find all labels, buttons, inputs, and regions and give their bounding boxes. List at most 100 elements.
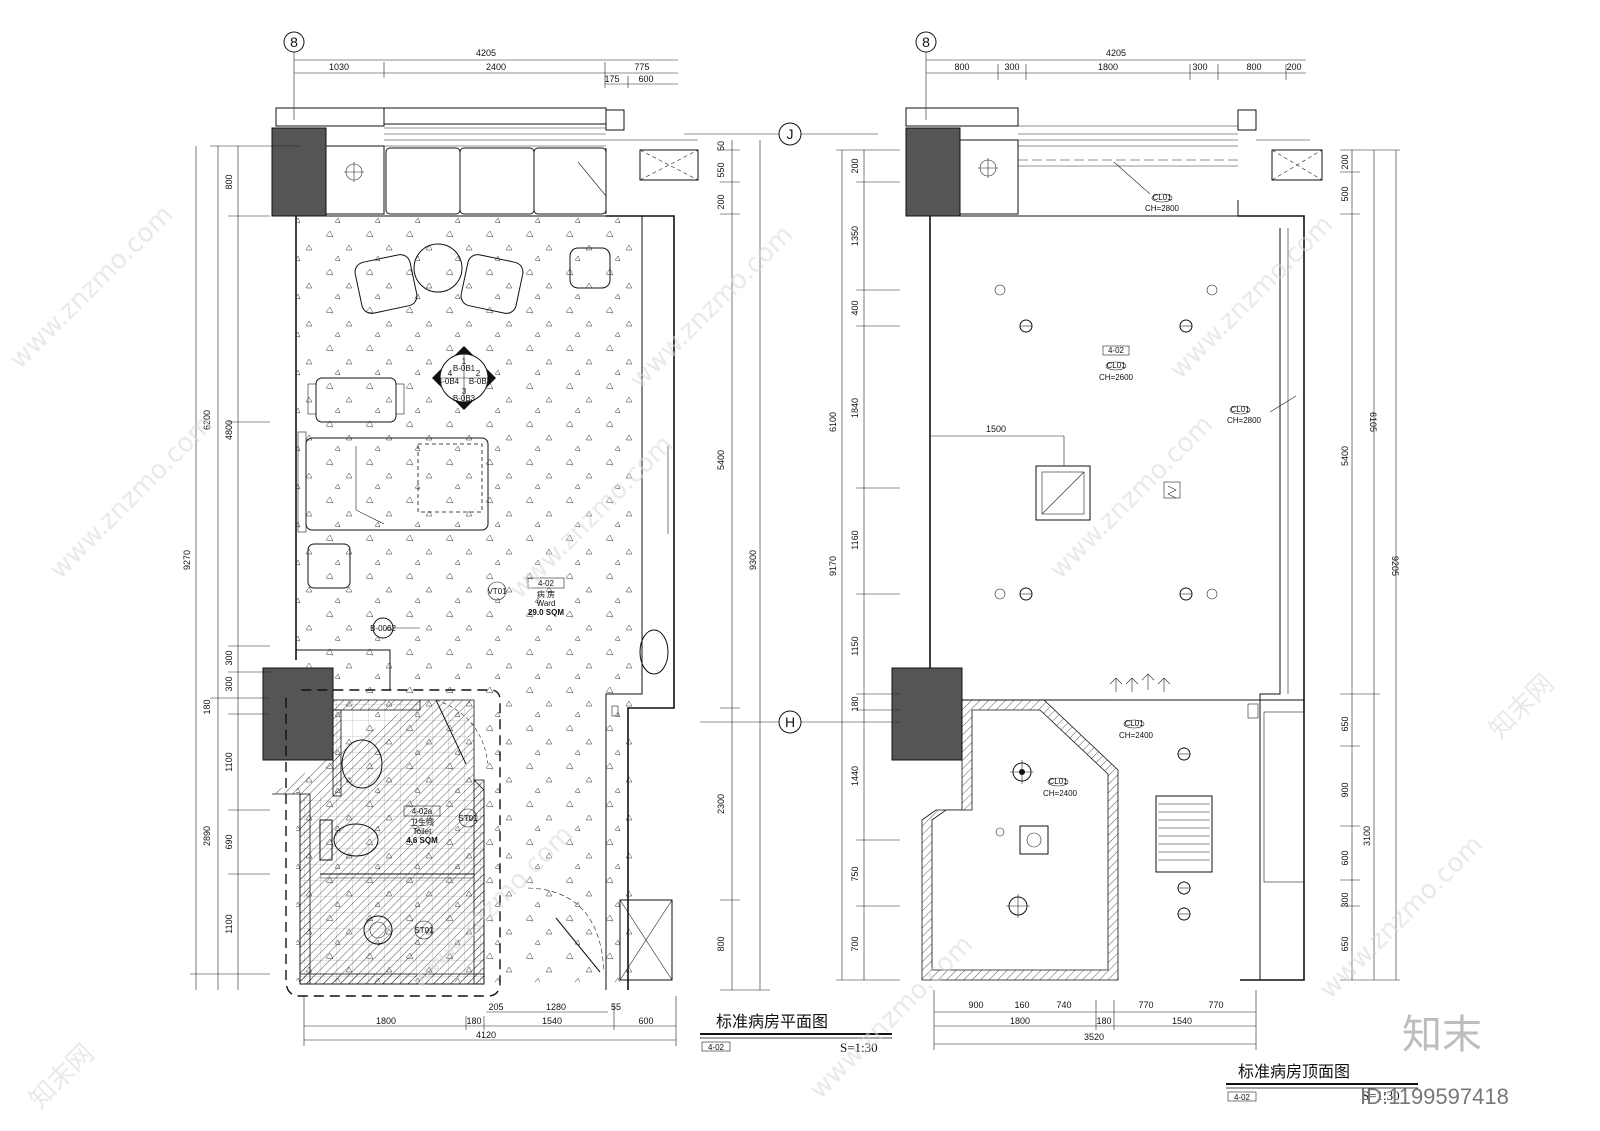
dim-left-8: 1100 [224, 752, 234, 771]
dim-top-sub-2: 600 [638, 74, 653, 84]
dim-left-9: 2890 [202, 826, 212, 846]
svg-text:B-0062: B-0062 [370, 624, 396, 633]
ceil-dim-top-5: 800 [1246, 62, 1261, 72]
grid-label-8: 8 [290, 34, 298, 50]
watermark-text: www.znzmo.com [1164, 210, 1339, 385]
brand-logo: 知末 [1402, 1012, 1482, 1058]
ceiling-title: 标准病房顶面图 [1238, 1062, 1350, 1081]
ceil-dim-top-6: 200 [1286, 62, 1301, 72]
ceil-dim-bottom-a3: 740 [1056, 1000, 1071, 1010]
ceil-column-bottom [891, 667, 963, 761]
dim-right-4: 5400 [716, 450, 726, 470]
sprinkler-row [1109, 673, 1171, 692]
toilet-room: ST01 ST01 4-02a 卫生间 Toilet 4.6 SQM [272, 689, 501, 997]
round-table [413, 243, 463, 293]
bedside-cabinet [307, 543, 351, 589]
dim-left-4: 9270 [182, 550, 192, 570]
ceil-dim-right-5: 9205 [1390, 556, 1400, 576]
svg-text:ST01: ST01 [458, 814, 478, 823]
dim-bottom-b4: 600 [638, 1016, 653, 1026]
armchair [354, 254, 418, 314]
dim-left-5: 300 [224, 650, 234, 665]
plan-title: 标准病房平面图 [716, 1012, 828, 1031]
svg-text:H: H [785, 714, 795, 730]
ceil-dim-left-10: 1440 [850, 766, 860, 786]
svg-text:J: J [787, 126, 794, 142]
ceil-dim-left-5: 6100 [828, 412, 838, 432]
ceil-dim-right-7: 900 [1340, 782, 1350, 797]
svg-text:B-0B3: B-0B3 [453, 394, 476, 403]
dim-left-3: 4800 [224, 420, 234, 440]
toilet-name-cn: 卫生间 [410, 817, 434, 827]
shaft-box [639, 149, 699, 181]
shower-head [363, 915, 393, 945]
dim-right-5: 9300 [748, 550, 758, 570]
ceil-dim-left-12: 700 [850, 936, 860, 951]
dim-right-2: 550 [716, 162, 726, 177]
svg-text:CH=2400: CH=2400 [1043, 789, 1078, 798]
armchair [460, 254, 524, 314]
toilet-area: 4.6 SQM [406, 836, 438, 845]
ceil-dim-right-9: 600 [1340, 850, 1350, 865]
dim-left-11: 1100 [224, 914, 234, 933]
dim-top-2: 2400 [486, 62, 506, 72]
dim-left-1: 800 [224, 174, 234, 189]
ward-name-en: Ward [537, 599, 556, 608]
column-bottom-left [262, 667, 334, 761]
ch-label-toilet-2400b: CL01 CH=2400 [1043, 777, 1078, 798]
ceil-dim-left-9: 180 [850, 696, 860, 711]
watermark-site: 知末网 [24, 1039, 100, 1115]
dim-bottom-a2: 1280 [546, 1002, 566, 1012]
floor-plan: 8 4205 1030 2400 775 175 600 [182, 31, 892, 1055]
ch-label-toilet-2400a: CL01 CH=2400 [1119, 719, 1154, 740]
window-seat-cushion [533, 147, 607, 215]
svg-text:2: 2 [476, 369, 481, 378]
watermark-text: www.znzmo.com [4, 200, 179, 375]
toilet-name-en: Toilet [413, 827, 432, 836]
ceil-dim-right-6: 650 [1340, 716, 1350, 731]
ceil-room-label: 4-02 CL01 CH=2600 [1099, 345, 1134, 382]
ceil-dim-top-2: 300 [1004, 62, 1019, 72]
dim-bottom-b2: 180 [466, 1016, 481, 1026]
ceil-dim-left-6: 1160 [850, 530, 860, 549]
ceil-column-top [905, 127, 961, 217]
svg-text:ST01: ST01 [414, 926, 434, 935]
chair [569, 247, 611, 289]
toilet-tag: 4-02a [412, 807, 433, 816]
plan-scale: S=1:30 [840, 1040, 878, 1055]
svg-text:CH=2800: CH=2800 [1227, 416, 1262, 425]
dim-right-7: 800 [716, 936, 726, 951]
ceil-dim-left-1: 200 [850, 158, 860, 173]
access-panel [1035, 465, 1091, 521]
svg-text:B-0B2: B-0B2 [469, 377, 492, 386]
svg-text:CH=2400: CH=2400 [1119, 731, 1154, 740]
exhaust-grille [1155, 795, 1213, 873]
window-seat-cushion [385, 147, 461, 215]
watermark-text: www.znzmo.com [804, 930, 979, 1105]
ceil-dim-top-3: 1800 [1098, 62, 1118, 72]
dim-left-2: 6200 [202, 410, 212, 430]
column-top-left [271, 127, 327, 217]
ceil-dim-top-4: 300 [1192, 62, 1207, 72]
ceil-dim-bottom-a4: 770 [1138, 1000, 1153, 1010]
ceil-dim-left-2: 1350 [850, 226, 860, 246]
svg-text:CL01: CL01 [1230, 405, 1250, 414]
ch-label-window: CL01 CH=2800 [1113, 161, 1180, 213]
ceil-dim-left-8: 1150 [850, 636, 860, 655]
entry-door-leaf [555, 917, 601, 973]
ceil-dim-top-1: 800 [954, 62, 969, 72]
svg-text:CL01: CL01 [1124, 719, 1144, 728]
svg-text:CL01: CL01 [1106, 361, 1126, 370]
svg-text:8: 8 [922, 34, 930, 50]
ceil-dim-right-8: 3100 [1362, 826, 1372, 846]
ceiling-plan: 8 4205 800 300 1800 300 800 200 [828, 31, 1418, 1103]
dim-top-1: 1030 [329, 62, 349, 72]
plan-title-tag: 4-02 [708, 1043, 725, 1052]
ceil-dim-bottom-b3: 1540 [1172, 1016, 1192, 1026]
watermark-text: www.znzmo.com [1044, 410, 1219, 585]
svg-text:B-0B1: B-0B1 [453, 364, 476, 373]
svg-text:CL01: CL01 [1152, 193, 1172, 202]
svg-text:CH=2800: CH=2800 [1145, 204, 1180, 213]
watermark-layer: www.znzmo.com www.znzmo.com www.znzmo.co… [4, 200, 1560, 1115]
dim-right-3: 200 [716, 194, 726, 209]
